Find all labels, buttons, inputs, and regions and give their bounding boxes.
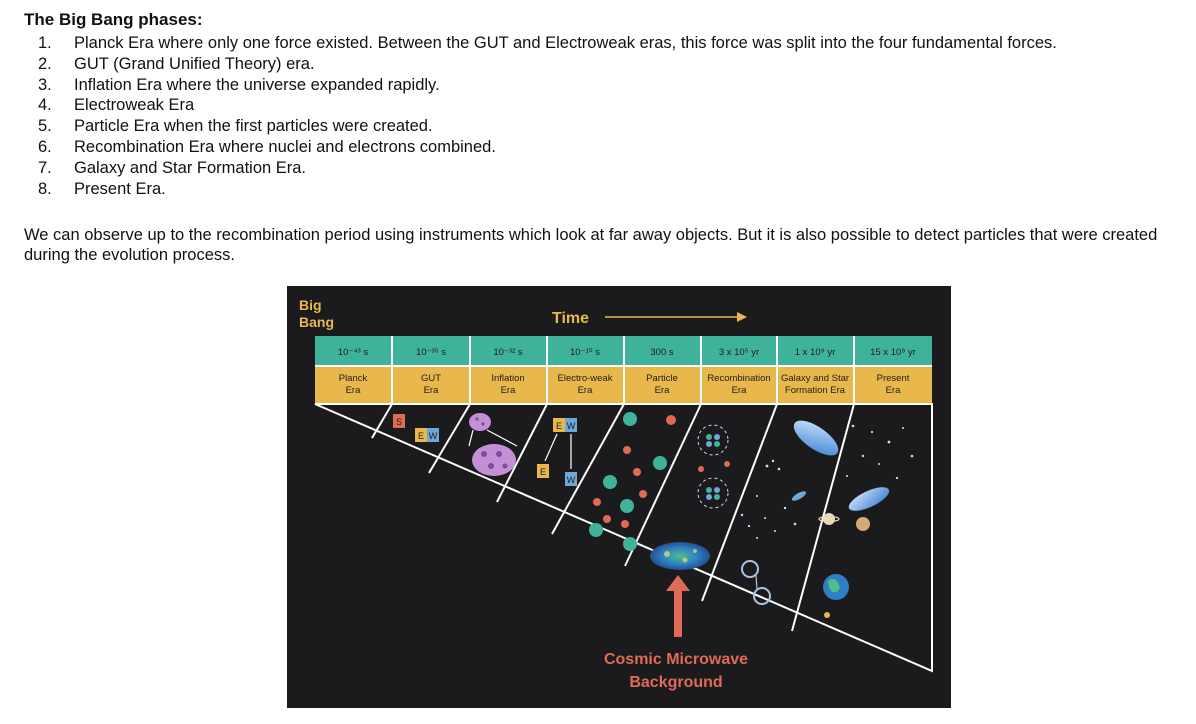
inflation-dots bbox=[475, 417, 508, 469]
cmb-arrow-head bbox=[666, 575, 690, 591]
weak-split-box bbox=[565, 472, 577, 486]
saturn-icon bbox=[823, 513, 835, 525]
era-time: 10⁻⁴³ s bbox=[338, 347, 368, 358]
list-number: 1. bbox=[38, 34, 52, 52]
weak-label: W bbox=[429, 431, 438, 441]
list-text: Inflation Era where the universe expande… bbox=[74, 75, 440, 94]
list-item: 4. Electroweak Era bbox=[24, 95, 1057, 116]
weak-box bbox=[427, 428, 439, 442]
strong-force-label: S bbox=[396, 417, 402, 427]
sun-icon bbox=[824, 612, 830, 618]
electro-split-label: E bbox=[540, 467, 546, 477]
era-name: Inflation bbox=[491, 373, 524, 384]
electroweak-e-box bbox=[553, 418, 565, 432]
cmb-arrow-shaft bbox=[674, 589, 682, 637]
list-item: 6. Recombination Era where nuclei and ele… bbox=[24, 137, 1057, 158]
list-number: 8. bbox=[38, 179, 52, 198]
time-arrow-head bbox=[737, 312, 747, 322]
universe-cone bbox=[314, 403, 933, 673]
list-number: 7. bbox=[38, 158, 52, 177]
spiral-galaxy-icon bbox=[793, 420, 839, 456]
particles bbox=[589, 412, 676, 551]
inflated-universe-icon bbox=[472, 444, 516, 476]
list-text: Present Era. bbox=[74, 179, 166, 198]
era-name: Formation Era bbox=[785, 385, 846, 396]
list-text: Planck Era where only one force existed.… bbox=[74, 34, 1057, 52]
era-name: Era bbox=[346, 385, 362, 396]
list-number: 5. bbox=[38, 117, 52, 136]
cmb-label: Background bbox=[629, 674, 722, 691]
list-number: 6. bbox=[38, 137, 52, 156]
small-galaxy-icon bbox=[791, 491, 807, 501]
list-number: 2. bbox=[38, 54, 52, 73]
cmb-map-icon bbox=[650, 542, 710, 570]
electroweak-arrows bbox=[544, 433, 572, 469]
era-name: Era bbox=[578, 385, 594, 396]
era-name: Present bbox=[877, 373, 910, 384]
saturn-ring bbox=[818, 515, 840, 523]
atom-icons bbox=[697, 424, 730, 509]
list-text: Recombination Era where nuclei and elect… bbox=[74, 137, 496, 156]
era-name: Planck bbox=[339, 373, 368, 384]
era-name: Era bbox=[886, 385, 902, 396]
list-text: Electroweak Era bbox=[74, 96, 195, 115]
small-universe-icon bbox=[469, 413, 491, 431]
era-time: 10⁻³² s bbox=[493, 347, 523, 358]
heading: The Big Bang phases: bbox=[24, 10, 203, 29]
era-name: Recombination bbox=[707, 373, 770, 384]
era-time: 10⁻¹⁰ s bbox=[570, 347, 600, 358]
era-name: Era bbox=[655, 385, 671, 396]
list-item: 5. Particle Era when the first particles … bbox=[24, 116, 1057, 137]
era-time: 3 x 10⁵ yr bbox=[719, 347, 759, 358]
list-number: 4. bbox=[38, 96, 52, 115]
big-bang-label: Bang bbox=[299, 314, 334, 330]
era-name: Era bbox=[501, 385, 517, 396]
list-item: 7. Galaxy and Star Formation Era. bbox=[24, 158, 1057, 179]
list-item: 8. Present Era. bbox=[24, 179, 1057, 200]
list-text: Galaxy and Star Formation Era. bbox=[74, 158, 307, 177]
era-name: Era bbox=[424, 385, 440, 396]
era-name: Particle bbox=[646, 373, 678, 384]
intro-paragraph: We can observe up to the recombination p… bbox=[24, 226, 1158, 264]
era-name: Electro-weak bbox=[558, 373, 613, 384]
era-time: 300 s bbox=[650, 347, 673, 358]
electro-split-box bbox=[537, 464, 549, 478]
list-number: 3. bbox=[38, 75, 52, 94]
electroweak-e-label: E bbox=[556, 421, 562, 431]
orbit-icon bbox=[741, 560, 759, 578]
era-time: 10⁻³⁵ s bbox=[416, 347, 446, 358]
big-bang-diagram: Big Bang Time bbox=[299, 297, 933, 691]
cmb-label: Cosmic Microwave bbox=[604, 651, 748, 668]
phases-list: 1. Planck Era where only one force existe… bbox=[24, 33, 1057, 199]
list-item: 3. Inflation Era where the universe expan… bbox=[24, 75, 1057, 96]
cmb-map-spots bbox=[664, 549, 697, 563]
weak-split-label: W bbox=[567, 475, 576, 485]
big-bang-label: Big bbox=[299, 297, 322, 313]
star-field bbox=[740, 459, 797, 539]
electroweak-w-label: W bbox=[567, 421, 576, 431]
jupiter-icon bbox=[856, 517, 870, 531]
earth-land bbox=[828, 578, 840, 593]
era-time: 15 x 10⁹ yr bbox=[870, 347, 916, 358]
present-stars bbox=[846, 424, 914, 480]
orbit-icon bbox=[753, 587, 771, 605]
time-label: Time bbox=[552, 310, 589, 327]
orbit-link bbox=[755, 574, 758, 590]
strong-force-box bbox=[393, 414, 405, 428]
era-name: GUT bbox=[421, 373, 441, 384]
list-item: 2. GUT (Grand Unified Theory) era. bbox=[24, 54, 1057, 75]
inflation-arrows bbox=[468, 429, 518, 447]
present-galaxy-icon bbox=[848, 487, 890, 511]
big-bang-figure: Big Bang Time bbox=[287, 286, 951, 708]
list-item: 1. Planck Era where only one force existe… bbox=[24, 33, 1057, 54]
list-text: GUT (Grand Unified Theory) era. bbox=[74, 54, 315, 73]
electroweak-w-box bbox=[565, 418, 577, 432]
era-name: Era bbox=[732, 385, 748, 396]
electro-label: E bbox=[418, 431, 424, 441]
era-time: 1 x 10⁹ yr bbox=[795, 347, 836, 358]
list-text: Particle Era when the first particles we… bbox=[74, 117, 433, 136]
electro-box bbox=[415, 428, 427, 442]
era-name: Galaxy and Star bbox=[781, 373, 849, 384]
